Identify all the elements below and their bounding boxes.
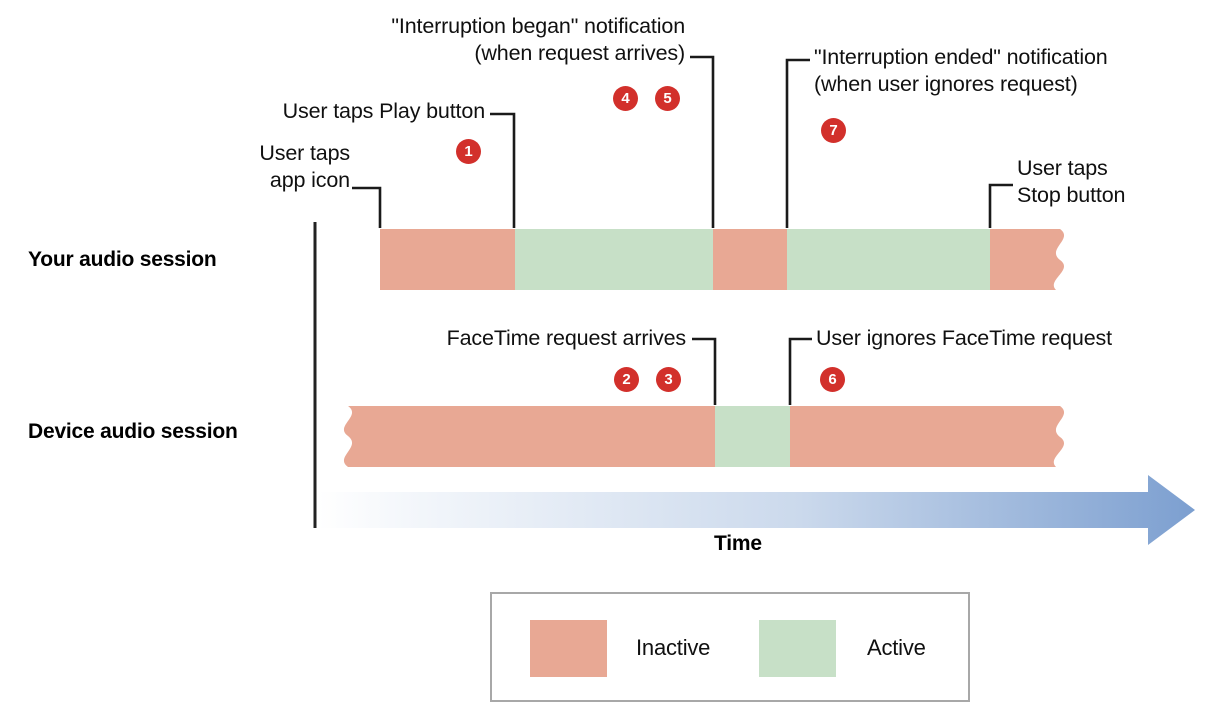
annotation-interruption-began: "Interruption began" notification (when … (391, 14, 685, 65)
row-label-your-audio-session: Your audio session (28, 248, 217, 271)
annotation-user-ignores-facetime-request: User ignores FaceTime request (816, 326, 1112, 350)
row-label-device-audio-session: Device audio session (28, 420, 238, 443)
segment-inactive-1 (380, 229, 515, 290)
annotation-facetime-request-arrives: FaceTime request arrives (446, 326, 687, 350)
leader-user-ignores-facetime-request (788, 337, 812, 405)
legend-swatch-inactive (530, 620, 607, 677)
badge-2: 2 (614, 367, 639, 392)
badge-1: 1 (456, 139, 481, 164)
segment-active-2 (787, 229, 990, 290)
leader-facetime-request-arrives (692, 337, 717, 405)
leader-interruption-began (690, 55, 715, 228)
segment-active-1 (515, 229, 713, 290)
segment-inactive-3 (990, 229, 1065, 290)
leader-user-taps-app-icon (352, 186, 382, 228)
badge-5: 5 (655, 86, 680, 111)
legend: Inactive Active (490, 592, 970, 702)
segment-inactive-4 (343, 406, 715, 467)
lane-your-audio-session (380, 229, 1065, 290)
badge-7: 7 (821, 118, 846, 143)
leader-user-taps-stop-button (988, 183, 1013, 228)
time-axis-label: Time (714, 532, 762, 555)
badge-6: 6 (820, 367, 845, 392)
legend-label-inactive: Inactive (636, 635, 711, 660)
lane-device-audio-session (343, 406, 1065, 467)
leader-interruption-ended (785, 58, 810, 228)
segment-active-3 (715, 406, 790, 467)
annotation-user-taps-play-button: User taps Play button (282, 99, 486, 123)
badge-4: 4 (613, 86, 638, 111)
time-arrow-icon (318, 475, 1195, 545)
annotation-interruption-ended: "Interruption ended" notification (when … (814, 45, 1108, 96)
badge-3: 3 (656, 367, 681, 392)
annotation-user-taps-app-icon: User taps app icon (259, 141, 350, 192)
annotation-user-taps-stop-button: User taps Stop button (1017, 156, 1126, 207)
leader-user-taps-play-button (490, 112, 516, 228)
segment-inactive-5 (790, 406, 1065, 467)
legend-label-active: Active (867, 635, 926, 660)
legend-swatch-active (759, 620, 836, 677)
segment-inactive-2 (713, 229, 787, 290)
